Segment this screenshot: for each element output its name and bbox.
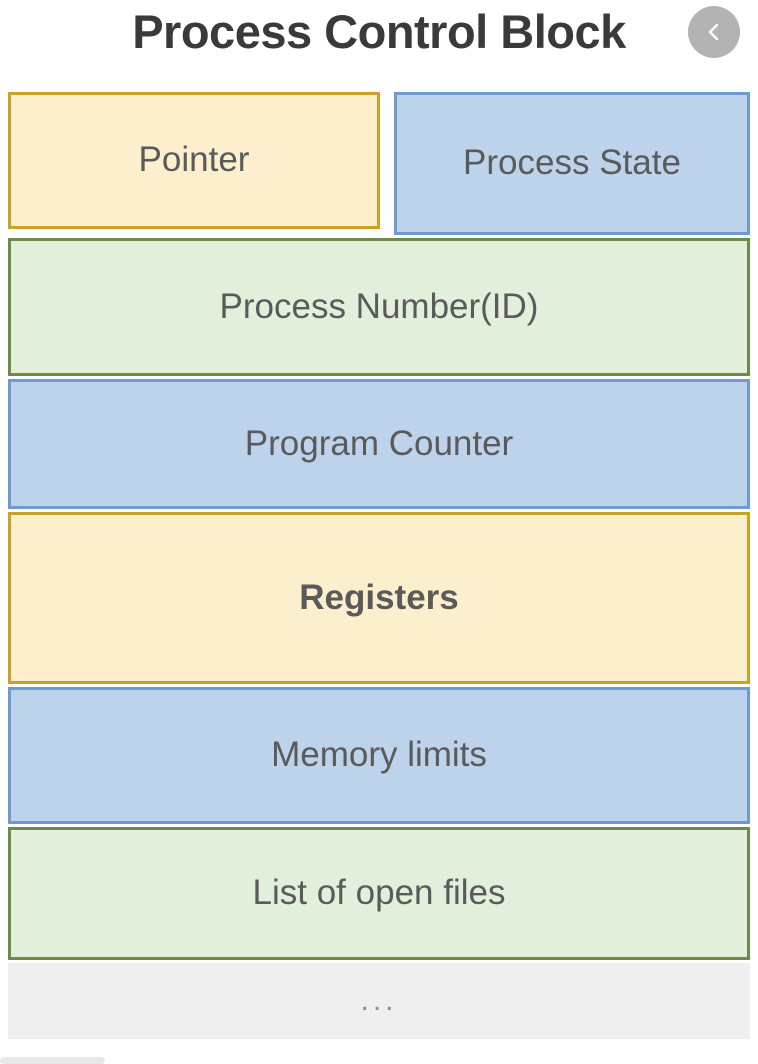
pcb-row: Memory limits	[0, 687, 758, 824]
pcb-field-registers[interactable]: Registers	[8, 512, 750, 684]
previous-slide-button[interactable]	[688, 6, 740, 58]
pcb-field-process-state[interactable]: Process State	[394, 92, 750, 235]
pcb-row: Pointer Process State	[0, 92, 758, 235]
page-title: Process Control Block	[132, 5, 626, 58]
pcb-field-more-ellipsis: ...	[8, 963, 750, 1039]
pcb-field-program-counter[interactable]: Program Counter	[8, 379, 750, 509]
scrollbar-thumb[interactable]	[0, 1057, 105, 1064]
horizontal-scrollbar[interactable]	[0, 1057, 758, 1064]
process-control-block-diagram: Pointer Process State Process Number(ID)…	[0, 92, 758, 1042]
pcb-field-memory-limits[interactable]: Memory limits	[8, 687, 750, 824]
pcb-field-process-number[interactable]: Process Number(ID)	[8, 238, 750, 376]
pcb-row: List of open files	[0, 827, 758, 960]
pcb-row: ...	[0, 963, 758, 1039]
pcb-row: Program Counter	[0, 379, 758, 509]
pcb-field-pointer[interactable]: Pointer	[8, 92, 380, 229]
pcb-field-list-of-open-files[interactable]: List of open files	[8, 827, 750, 960]
pcb-row: Process Number(ID)	[0, 238, 758, 376]
page-header: Process Control Block	[0, 0, 758, 92]
pcb-row: Registers	[0, 512, 758, 684]
chevron-left-icon	[702, 20, 726, 44]
